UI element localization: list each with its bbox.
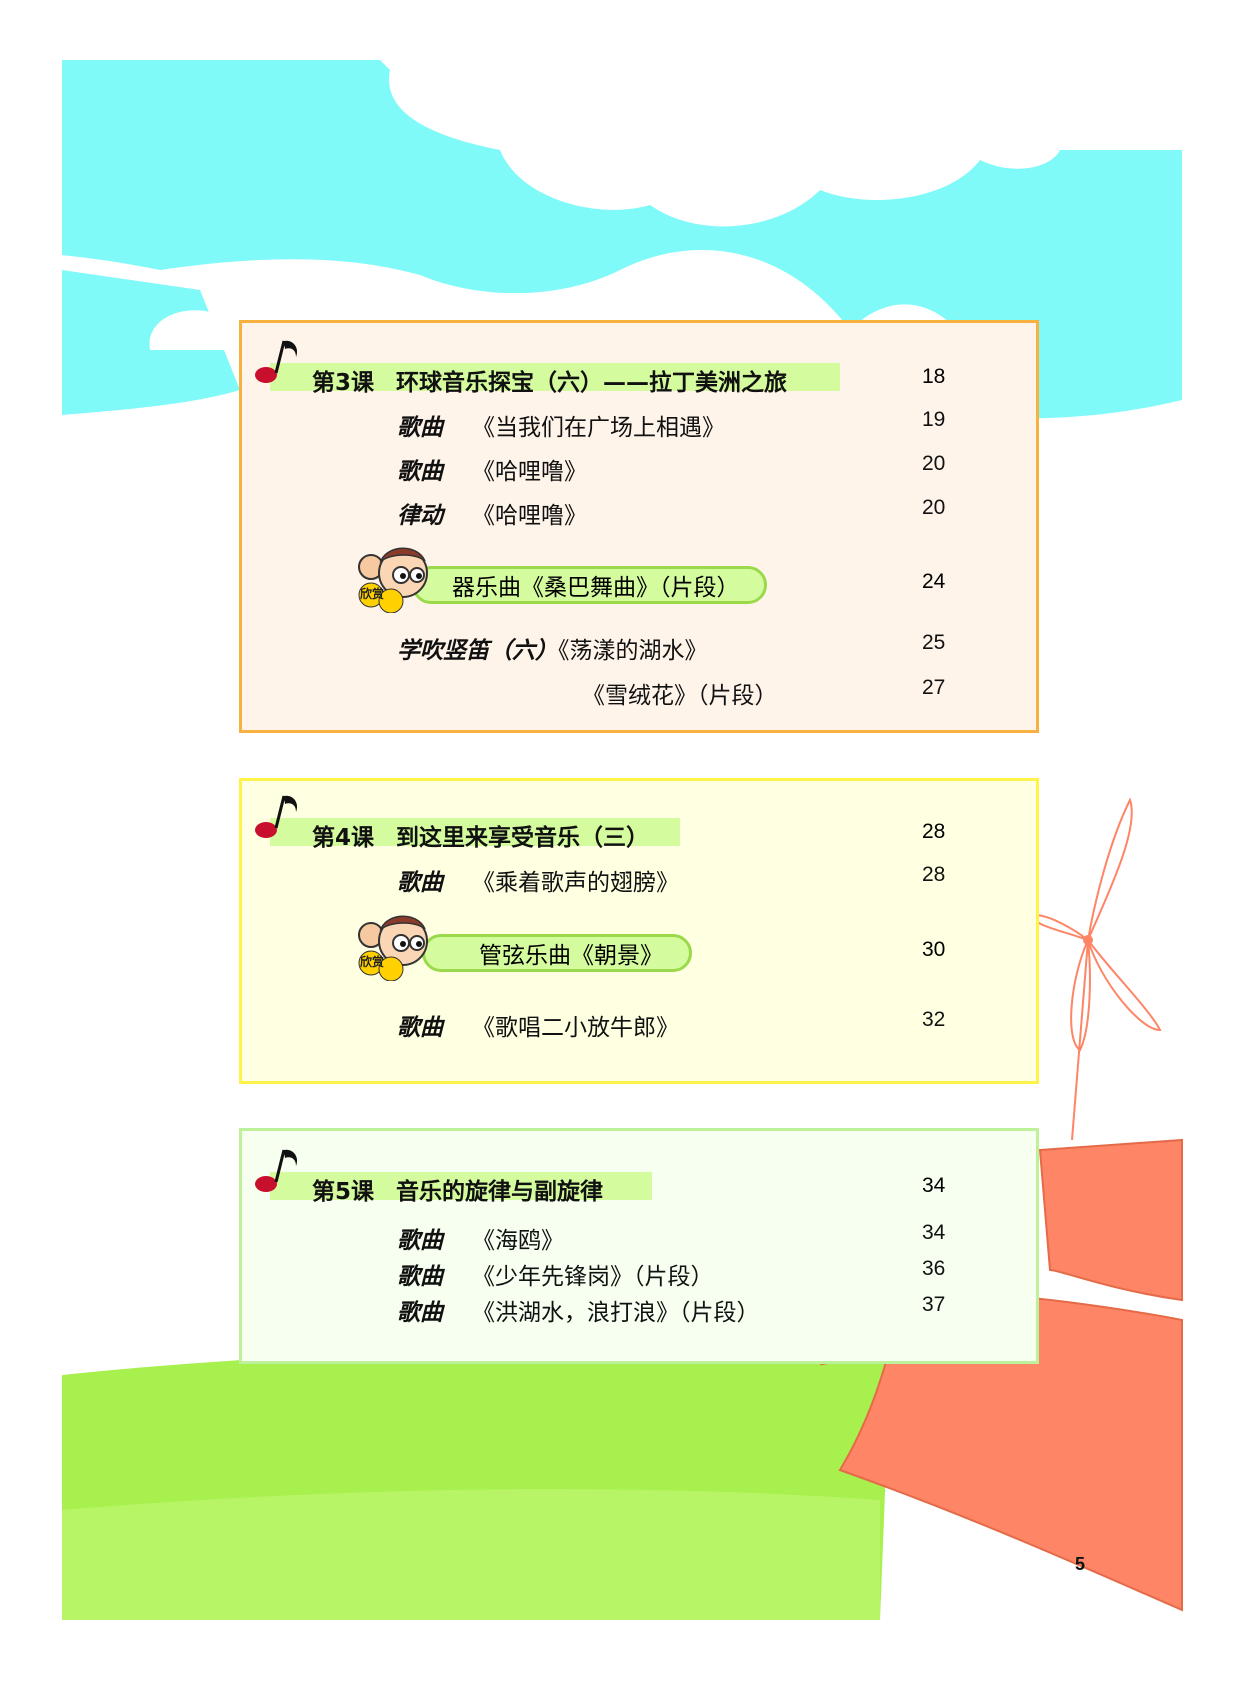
grass-shade bbox=[62, 1489, 880, 1620]
cloud-right bbox=[928, 51, 1182, 150]
lesson-title: 第3课环球音乐探宝（六）——拉丁美洲之旅 bbox=[312, 370, 788, 396]
windmill-blade-right bbox=[1087, 939, 1162, 1032]
lesson-title: 第5课音乐的旋律与副旋律 bbox=[312, 1179, 604, 1205]
windmill-roof bbox=[1038, 1138, 1183, 1302]
page-number: 5 bbox=[1075, 1554, 1086, 1574]
toc-page: 24 bbox=[922, 570, 946, 593]
windmill-pole bbox=[1071, 939, 1089, 1141]
lesson-5-box: 第5课音乐的旋律与副旋律 34 歌曲 《海鸥》 34 歌曲 《少年先锋岗》（片段… bbox=[239, 1128, 1039, 1364]
lesson-page: 34 bbox=[922, 1174, 946, 1197]
listening-title: 管弦乐曲《朝景》 bbox=[479, 943, 663, 969]
music-note-icon bbox=[255, 1149, 298, 1192]
listening-pill bbox=[412, 566, 767, 604]
listening-badge: 欣赏 bbox=[360, 955, 385, 969]
cartoon-boy-icon bbox=[358, 547, 428, 613]
listening-pill bbox=[422, 934, 692, 972]
lesson-page: 18 bbox=[922, 365, 946, 388]
windmill-hub bbox=[1083, 935, 1093, 945]
listening-title: 器乐曲《桑巴舞曲》（片段） bbox=[452, 575, 740, 601]
lesson-3-box: 第3课环球音乐探宝（六）——拉丁美洲之旅 18 歌曲 《当我们在广场上相遇》 1… bbox=[239, 320, 1039, 733]
windmill-body bbox=[838, 1293, 1183, 1612]
windmill-blade-left bbox=[1033, 913, 1089, 941]
music-note-icon bbox=[255, 340, 298, 383]
lesson-title: 第4课到这里来享受音乐（三） bbox=[312, 825, 650, 851]
lesson-page: 28 bbox=[922, 820, 946, 843]
lesson-title-bar bbox=[270, 818, 680, 846]
music-note-icon bbox=[255, 795, 298, 838]
listening-badge: 欣赏 bbox=[360, 587, 385, 601]
lesson-title-bar bbox=[270, 363, 840, 391]
toc-page: 30 bbox=[922, 938, 946, 961]
windmill-blade-top bbox=[1087, 797, 1133, 941]
lesson-title-bar bbox=[270, 1172, 652, 1200]
lesson-4-box: 第4课到这里来享受音乐（三） 28 歌曲 《乘着歌声的翅膀》 28 欣赏 管弦乐… bbox=[239, 778, 1039, 1084]
cartoon-boy-icon bbox=[358, 915, 428, 981]
